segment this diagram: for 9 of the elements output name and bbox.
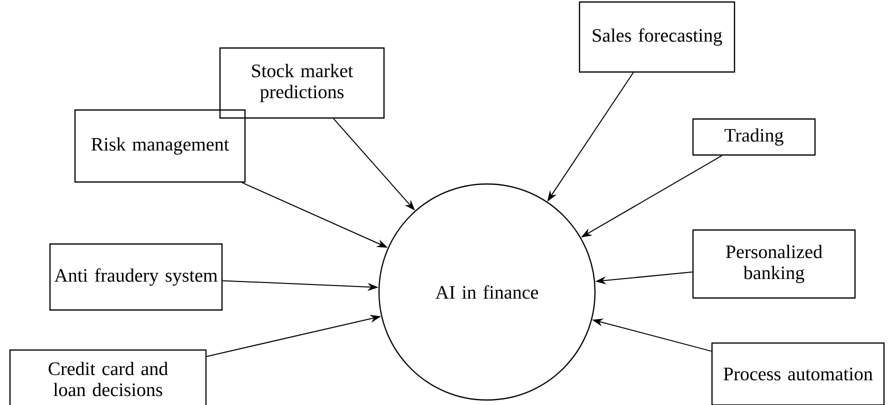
text-box: Anti fraudery system bbox=[49, 243, 223, 311]
circle-node: AI in finance bbox=[378, 183, 596, 401]
text-box: Process automation bbox=[711, 342, 885, 405]
text-box: Personalized banking bbox=[692, 229, 856, 299]
text-box: Risk management bbox=[74, 109, 246, 183]
text-box: Sales forecasting bbox=[578, 1, 736, 73]
text-box: Stock market predictions bbox=[219, 47, 385, 119]
text-box: Trading bbox=[692, 118, 816, 156]
text-box: Credit card and loan decisions bbox=[9, 349, 207, 405]
